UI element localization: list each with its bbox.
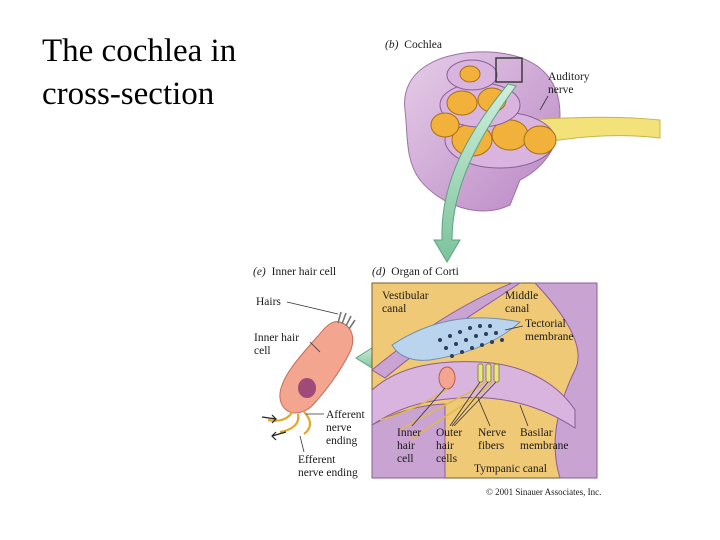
efferent-label: Efferent nerve ending <box>298 454 358 479</box>
organ-outer-hair-cells <box>477 363 500 383</box>
title-line-1: The cochlea in <box>42 33 237 69</box>
panel-e-caption: (e) Inner hair cell <box>253 266 336 278</box>
tectorial-dots <box>438 324 504 358</box>
organ-inner-hair-cell-label: Inner hair cell <box>397 427 424 465</box>
efferent-leader <box>299 435 305 453</box>
panel-d-caption: (d) Organ of Corti <box>372 266 459 278</box>
panel-e-inner-hair-cell: (e) Inner hair cell Hairs Inner hair ce <box>253 266 368 479</box>
title-line-2: cross-section <box>42 76 215 112</box>
vestibular-canal-label: Vestibular canal <box>382 290 432 315</box>
hairs-leader <box>286 301 339 315</box>
basilar-membrane-label: Basilar membrane <box>520 427 569 452</box>
inner-hair-cell-leader <box>309 341 321 353</box>
auditory-nerve-label: Auditory nerve <box>548 71 592 96</box>
auditory-nerve-leader <box>539 95 549 111</box>
panel-b-caption: (b) Cochlea <box>385 39 442 51</box>
stereocilia <box>337 311 356 330</box>
inner-hair-cell-label: Inner hair cell <box>254 332 302 357</box>
middle-canal-label: Middle canal <box>505 290 541 315</box>
copyright-notice: © 2001 Sinauer Associates, Inc. <box>486 487 601 497</box>
basilar-leader <box>519 404 529 427</box>
hair-cell-nucleus <box>298 378 316 398</box>
outer-hair-leaders <box>449 381 497 427</box>
hairs-label: Hairs <box>256 296 281 308</box>
highlight-box <box>495 57 523 83</box>
tectorial-leader <box>504 325 524 331</box>
organ-inner-hair-cell <box>438 366 456 390</box>
nerve-fibers-leader <box>477 397 491 427</box>
basilar-membrane-region <box>371 361 576 429</box>
tectorial-membrane-label: Tectorial membrane <box>525 318 574 343</box>
spiral-ligament <box>533 282 598 479</box>
organ-inner-hair-leader <box>411 387 446 427</box>
nerve-fibers-label: Nerve fibers <box>478 427 509 452</box>
afferent-label: Afferent nerve ending <box>326 409 368 447</box>
afferent-arrow <box>261 414 277 424</box>
tympanic-canal-label: Tympanic canal <box>474 463 547 475</box>
nerve-endings <box>267 411 312 435</box>
organ-nerve-fibers <box>379 381 493 441</box>
slide-title: The cochlea in cross-section <box>42 30 236 116</box>
outer-hair-cells-label: Outer hair cells <box>436 427 465 465</box>
panel-d-organ-of-corti: (d) Organ of Corti <box>371 266 598 479</box>
efferent-arrow <box>271 431 287 441</box>
tectorial-membrane <box>391 317 522 361</box>
panel-b-cochlea: (b) Cochlea Auditory nerve <box>385 39 661 212</box>
zoom-arrow-down <box>433 83 517 263</box>
